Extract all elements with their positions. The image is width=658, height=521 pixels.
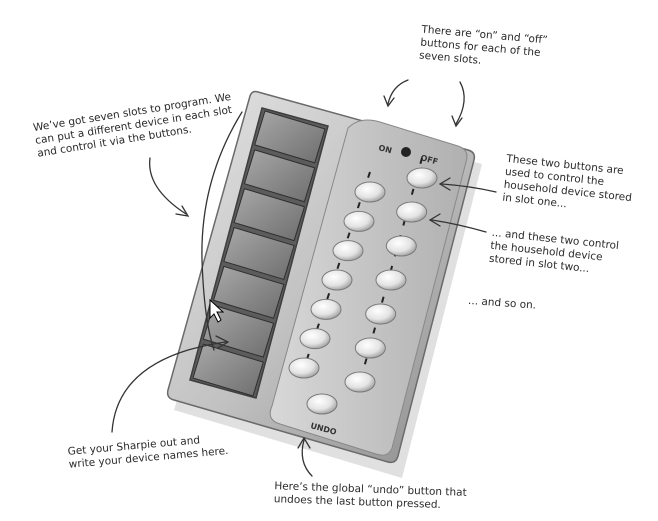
on-label: ON [377, 143, 392, 155]
on-button-slot-3[interactable] [332, 240, 364, 262]
label-slot-6 [202, 304, 275, 358]
label-slot-5 [212, 265, 285, 319]
mouse-cursor-icon [209, 298, 225, 323]
arrow-slots [149, 157, 187, 215]
off-button-slot-2[interactable] [396, 201, 428, 223]
arrow-undo [301, 439, 313, 477]
label-slot-1 [254, 110, 326, 164]
arrow-slot-one [441, 183, 497, 193]
indicator-led [401, 147, 411, 157]
on-button-slot-4[interactable] [321, 269, 353, 291]
off-button-slot-7[interactable] [344, 371, 376, 393]
off-button-slot-4[interactable] [375, 269, 407, 291]
on-button-slot-5[interactable] [310, 298, 342, 320]
arrow-top-right [455, 81, 465, 125]
arrow-sharpie [111, 341, 227, 433]
off-button-slot-3[interactable] [385, 235, 417, 257]
off-button-slot-1[interactable] [406, 167, 438, 189]
off-label: OFF [419, 153, 438, 166]
on-button-slot-1[interactable] [354, 181, 386, 203]
off-button-slot-6[interactable] [354, 337, 386, 359]
label-slot-4 [223, 226, 295, 281]
on-button-slot-7[interactable] [288, 357, 320, 379]
on-column-line [303, 171, 371, 369]
arrow-slot-two [431, 219, 487, 233]
on-off-buttons [288, 157, 438, 393]
label-slot-7 [192, 343, 264, 397]
label-slot-3 [233, 188, 306, 242]
on-button-slot-6[interactable] [299, 328, 331, 350]
bracket-slots [201, 111, 243, 351]
undo-button[interactable] [306, 393, 338, 415]
off-button-slot-5[interactable] [365, 303, 397, 325]
label-slot-2 [243, 149, 316, 203]
label-slots [192, 110, 326, 397]
annotation-arrows [111, 79, 497, 477]
on-button-slot-2[interactable] [343, 210, 375, 232]
arrow-top-left [387, 79, 409, 105]
